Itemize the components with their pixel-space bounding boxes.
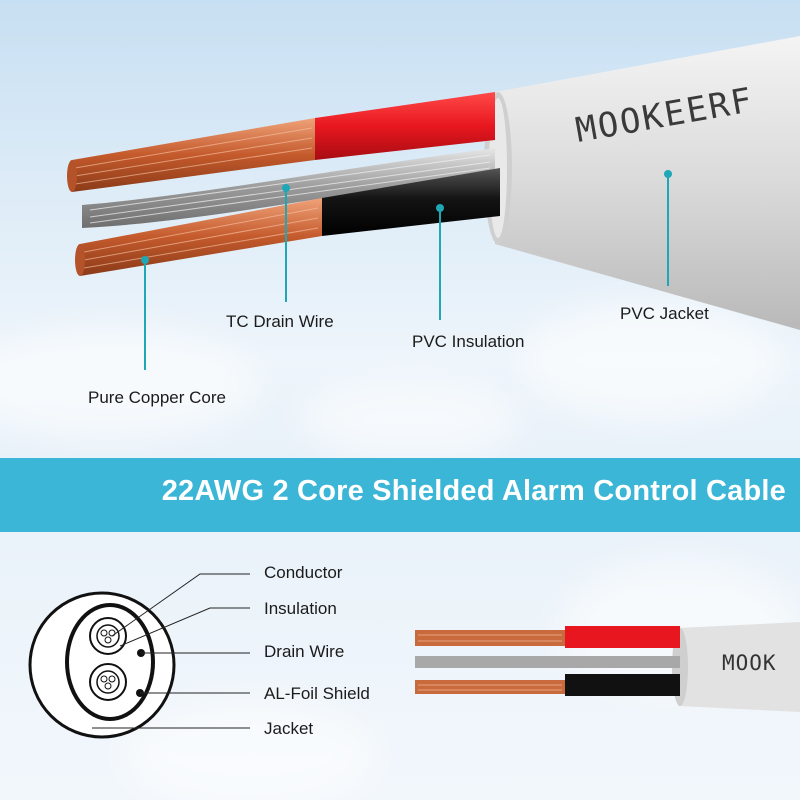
banner-title: 22AWG 2 Core Shielded Alarm Control Cabl… <box>161 475 786 507</box>
cloud-decoration <box>520 300 780 420</box>
callout-line <box>144 262 146 370</box>
callout-dot <box>436 204 444 212</box>
label-pvc-insulation: PVC Insulation <box>412 332 525 351</box>
callout-line <box>439 210 441 320</box>
cloud-decoration <box>300 380 520 460</box>
label-jacket: Jacket <box>264 719 314 738</box>
callout-dot <box>282 184 290 192</box>
label-tc-drain-wire: TC Drain Wire <box>226 312 334 331</box>
label-pure-copper-core: Pure Copper Core <box>88 388 226 407</box>
label-drain-wire: Drain Wire <box>264 642 345 661</box>
cloud-decoration <box>120 700 380 800</box>
label-al-foil-shield: AL-Foil Shield <box>264 684 370 703</box>
cloud-decoration <box>0 330 260 440</box>
label-insulation: Insulation <box>264 599 337 618</box>
callout-line <box>285 190 287 302</box>
callout-dot <box>664 170 672 178</box>
title-banner: 22AWG 2 Core Shielded Alarm Control Cabl… <box>0 458 800 532</box>
callout-dot <box>141 256 149 264</box>
label-pvc-jacket: PVC Jacket <box>620 304 709 323</box>
cable-brand-print-small: MOOK <box>722 651 777 675</box>
callout-line <box>667 176 669 286</box>
label-conductor: Conductor <box>264 563 343 582</box>
